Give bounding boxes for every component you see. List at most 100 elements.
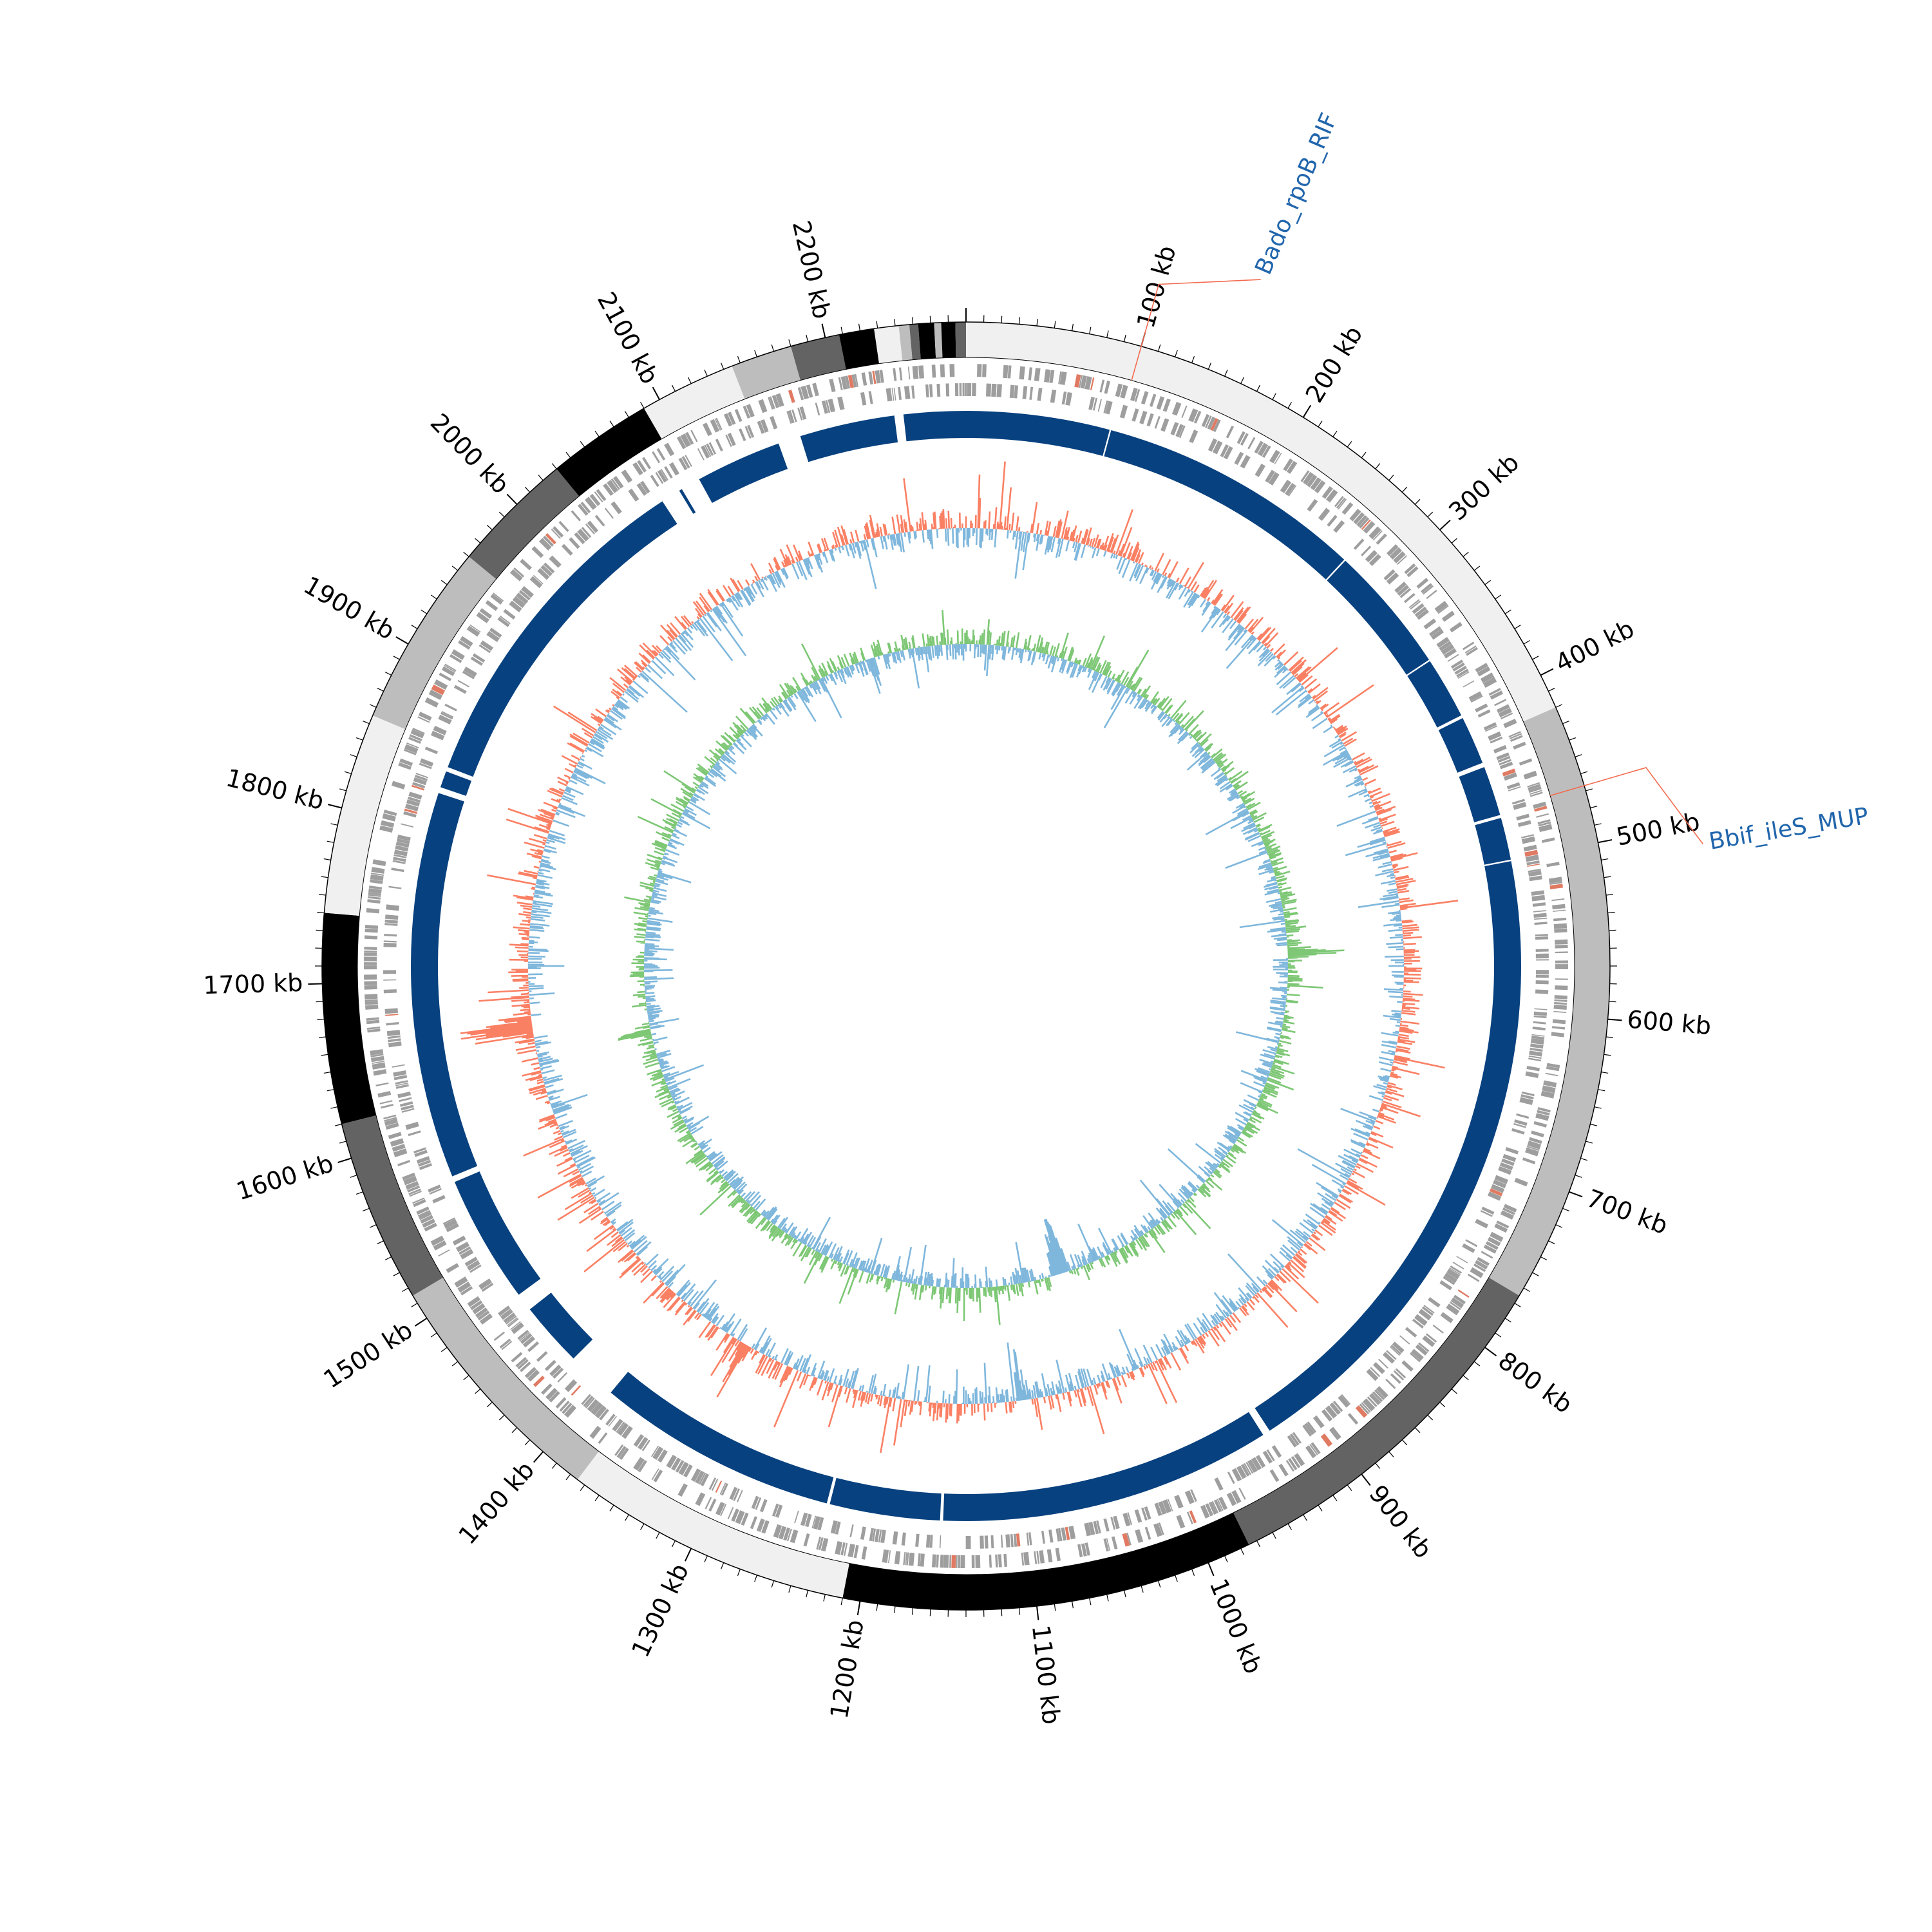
gene [497,616,510,627]
gene [1526,860,1540,866]
gene [1480,672,1495,683]
gene [367,1028,381,1033]
gene [750,1516,757,1530]
gene [1426,589,1437,600]
gene [545,1387,558,1400]
gene [1496,752,1510,761]
gene [585,524,595,535]
gene [1467,1273,1480,1282]
gene [589,1426,601,1439]
gene [1454,665,1467,675]
gene [1049,370,1055,383]
gene [574,532,585,544]
minor-tick [1514,1303,1521,1307]
gene [990,1535,994,1549]
gene [395,845,409,852]
gene [788,410,795,424]
minor-tick [498,511,505,518]
gene [1285,482,1296,496]
minor-tick [393,656,400,660]
gene [1113,1515,1120,1530]
gene [860,392,867,406]
gene [1269,1469,1280,1482]
gene [1154,415,1160,429]
gene [768,397,773,410]
gene [384,914,399,920]
gene [1385,1378,1396,1389]
gene [399,1101,413,1107]
gene [417,1160,431,1167]
minor-tick [1594,1106,1602,1109]
gene [1170,422,1179,436]
gene [1370,1367,1381,1378]
minor-tick [806,334,809,342]
gene [603,483,614,497]
homology-block [1438,718,1483,773]
gene [391,867,404,873]
gene [747,424,755,438]
gene [1088,1522,1095,1535]
tick-label: 100 kb [1132,242,1182,331]
gene [399,1097,412,1103]
gene [520,1361,531,1372]
minor-tick [1473,1361,1481,1367]
gene [901,1532,906,1546]
minor-tick [771,1580,775,1588]
gene [1551,1026,1566,1030]
gene [1104,381,1110,394]
gene [838,377,843,390]
gene [527,1369,540,1382]
gene [1236,1465,1247,1479]
gene [370,1054,384,1057]
gene [1356,515,1368,527]
gene [1533,801,1547,810]
gene [1519,1097,1533,1105]
gene [1304,1423,1315,1435]
minor-tick [1361,451,1367,459]
gene [1496,704,1510,714]
gene [1368,554,1381,566]
tick-label: 800 kb [1493,1346,1577,1419]
gene [390,1138,404,1147]
minor-tick [1414,1427,1421,1434]
minor-tick [1318,421,1323,428]
gene [364,935,378,940]
homology-block [1104,430,1345,580]
minor-tick [323,1072,331,1074]
annotation-leader-line [1549,767,1704,845]
gene [1477,709,1491,718]
minor-tick [1532,656,1539,660]
gene [735,1510,745,1524]
gene [1502,1208,1515,1215]
gene [1389,1346,1400,1356]
gene [1374,1389,1385,1401]
minor-tick [1208,363,1212,370]
gene [1355,1405,1368,1418]
gene [706,443,714,456]
gene [998,1554,1002,1567]
gene [734,409,743,422]
gene [1226,1492,1237,1506]
gene [878,1529,882,1543]
gene [760,419,769,433]
gene [966,383,967,397]
gene [879,370,884,383]
gene [1080,375,1087,389]
gene [783,1527,791,1541]
gene [633,1457,645,1471]
gene [408,791,422,800]
gene [1431,629,1444,640]
gene [725,434,732,447]
minor-tick [1569,737,1577,741]
gene [1394,582,1407,593]
gene [594,515,605,527]
gene [1499,761,1513,770]
gene [493,1331,505,1341]
gene [1446,1303,1460,1316]
gene [365,928,378,933]
gene [1171,402,1182,416]
gene [907,366,911,380]
tick-label: 1900 kb [299,571,399,645]
gene [903,1551,906,1566]
gene [799,406,807,420]
